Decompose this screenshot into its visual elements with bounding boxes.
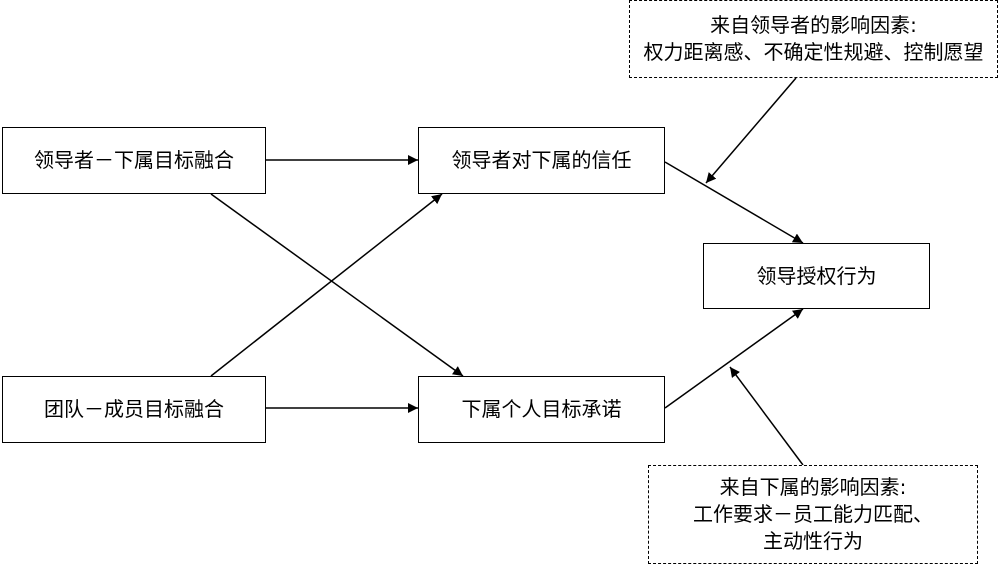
- leader-factors-line: 权力距离感、不确定性规避、控制愿望: [643, 40, 984, 64]
- arrow-commitment-to-empowerment: [664, 308, 804, 409]
- subordinate-commitment-label: 下属个人目标承诺: [461, 397, 622, 421]
- leader-trust-box: 领导者对下属的信任: [418, 127, 665, 194]
- team-member-goal-fusion-box: 团队－成员目标融合: [2, 376, 266, 443]
- leader-member-goal-fusion-label: 领导者－下属目标融合: [34, 148, 234, 172]
- arrow-trust-to-empowerment: [664, 161, 804, 244]
- team-member-goal-fusion-label: 团队－成员目标融合: [44, 397, 224, 421]
- arrow-subordinate-factors: [729, 366, 804, 466]
- arrow-leader-factors: [705, 77, 797, 184]
- subordinate-factors-line2: 主动性行为: [763, 529, 863, 553]
- empowerment-behavior-label: 领导授权行为: [756, 263, 877, 288]
- empowerment-behavior-box: 领导授权行为: [703, 243, 930, 309]
- arrow-goal-fusion-to-commitment: [210, 193, 464, 377]
- leader-trust-label: 领导者对下属的信任: [451, 148, 632, 172]
- subordinate-commitment-box: 下属个人目标承诺: [418, 376, 665, 443]
- subordinate-factors-line1: 工作要求－员工能力匹配、: [693, 502, 933, 526]
- subordinate-factors-box: 来自下属的影响因素: 工作要求－员工能力匹配、 主动性行为: [648, 465, 978, 564]
- leader-factors-box: 来自领导者的影响因素: 权力距离感、不确定性规避、控制愿望: [629, 0, 998, 78]
- subordinate-factors-title: 来自下属的影响因素:: [719, 475, 907, 499]
- leader-factors-title: 来自领导者的影响因素:: [710, 13, 917, 37]
- leader-member-goal-fusion-box: 领导者－下属目标融合: [2, 127, 266, 194]
- arrow-team-fusion-to-trust: [210, 193, 443, 377]
